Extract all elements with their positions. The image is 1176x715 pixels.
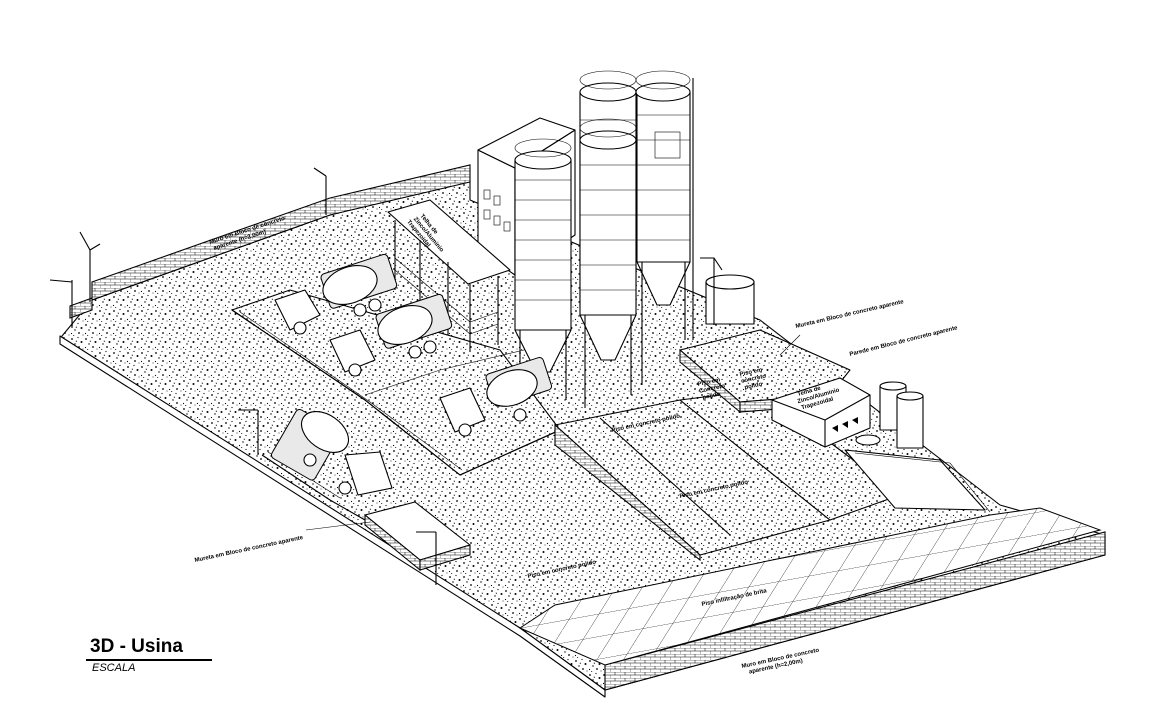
light-poles [49, 167, 723, 585]
mixer-truck-4 [270, 408, 393, 496]
silo-4 [635, 70, 694, 385]
left-side-wall [69, 297, 93, 319]
svg-text:Muro em Bloco de concretoapare: Muro em Bloco de concretoaparente (h=2,0… [741, 648, 821, 677]
label-piso-ramp-a-1: Piso em [697, 377, 721, 388]
back-left-wall [91, 164, 471, 301]
small-tank-2 [896, 391, 924, 449]
svg-text:Piso emConcretopolido: Piso emConcretopolido [697, 377, 727, 402]
drawing-title: 3D - Usina [86, 636, 212, 661]
silo-3 [579, 118, 637, 408]
office-windows [483, 189, 511, 232]
control-cabin [771, 377, 871, 448]
right-trench [844, 449, 986, 511]
label-piso-ramp-b-3: polido [744, 382, 763, 392]
label-piso-ramp-a-2: Concreto [699, 383, 726, 394]
tiled-area [518, 507, 1102, 666]
label-piso-ramp-b-2: concreto [741, 374, 767, 385]
mixer-truck-1 [274, 253, 398, 335]
front-right-wall [604, 531, 1106, 691]
water-tank-1 [705, 274, 755, 325]
label-mureta-left: Mureta em Bloco de concreto aparente [194, 535, 304, 564]
svg-text:Piso emconcretopolido: Piso emconcretopolido [739, 367, 768, 392]
silo-1 [514, 138, 572, 400]
manhole-cover [855, 434, 881, 446]
mixer-truck-3 [439, 356, 553, 437]
mixer-truck-2 [329, 293, 453, 377]
label-parede-bloco: Parede em Bloco de concreto aparente [849, 325, 959, 358]
scale-label: ESCALA [92, 662, 136, 674]
label-muro-right: Mureta em Bloco de concreto aparente [795, 299, 905, 330]
bay-curb [231, 309, 561, 476]
label-piso-ramp-b-1: Piso em [739, 367, 763, 378]
drawing-title-block: 3D - Usina ESCALA [86, 636, 212, 675]
ramp-side [554, 423, 701, 562]
shed-roof [387, 199, 511, 285]
label-piso-ramp-a-3: polido [702, 392, 721, 402]
office-building-roof [477, 117, 576, 169]
